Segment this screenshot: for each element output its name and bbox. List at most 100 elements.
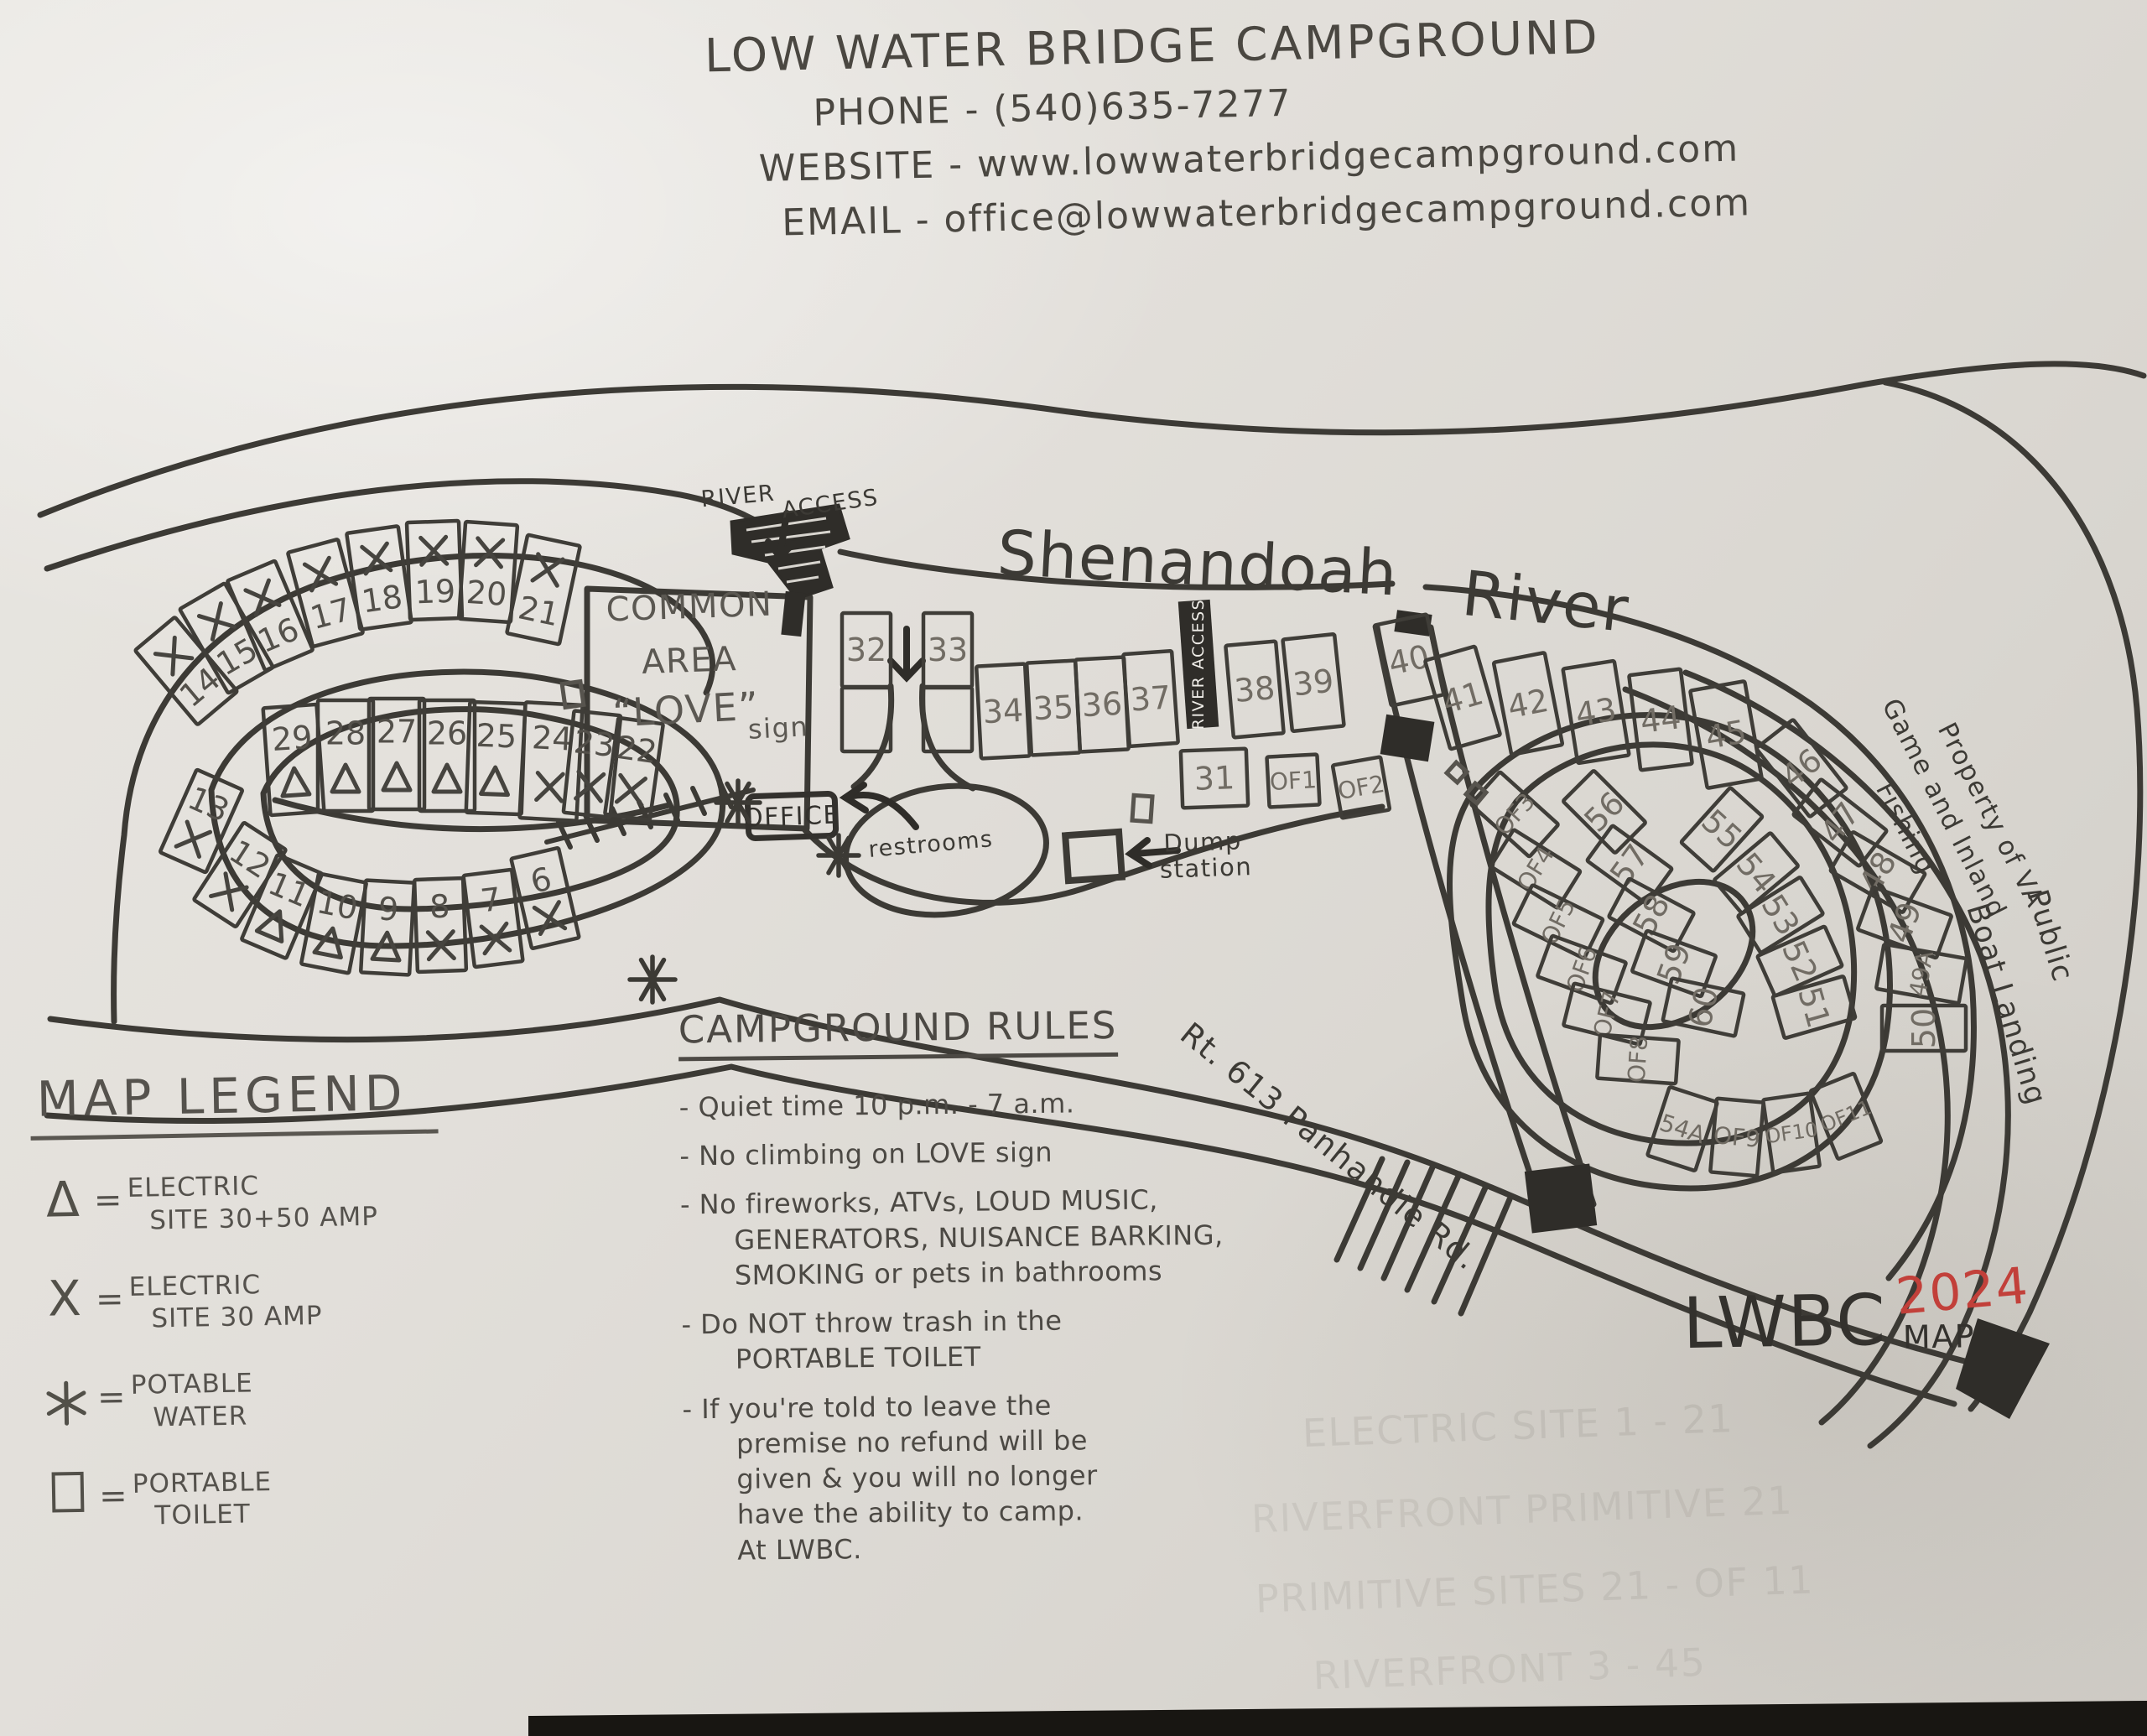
site-number: 16 (252, 611, 304, 660)
water-crossing-hatches (1333, 1156, 1513, 1317)
site-number: 31 (1193, 759, 1235, 798)
left-loop-outer (208, 668, 726, 949)
site-number: 37 (1129, 678, 1172, 718)
electric-30amp-x-icon (302, 555, 339, 593)
electric-30amp-x-icon (209, 871, 249, 912)
rule-line: At LWBC. (737, 1532, 862, 1567)
site-number: 32 (846, 632, 886, 668)
site-cell-19: 19 (404, 518, 465, 622)
site-cell-8: 8 (412, 876, 469, 975)
rule-line: - If you're told to leave the (682, 1389, 1052, 1425)
office-arrow (839, 782, 919, 830)
river-access-word-1: RIVER (700, 481, 777, 513)
site-number: 25 (476, 717, 517, 756)
right-loop-outer (1447, 712, 1893, 1192)
triangle-symbol-icon: Δ (45, 1170, 81, 1229)
site-cell-empty (921, 685, 975, 754)
site-cell-28: 28 (315, 698, 376, 813)
electric-30amp-x-icon (532, 900, 568, 937)
arrows (765, 510, 1181, 869)
bleed-line-2: RIVERFRONT PRIMITIVE 21 (1250, 1478, 1794, 1542)
electric-3050amp-triangle-icon (431, 762, 463, 794)
bleed-line-1: ELECTRIC SITE 1 - 21 (1302, 1396, 1734, 1456)
site-number: 9 (377, 890, 399, 928)
site-cell-32: 32 (840, 611, 893, 689)
rule-line: premise no refund will be (736, 1424, 1089, 1460)
site-cell-33: 33 (921, 611, 975, 689)
site-cell-17: 17 (286, 538, 365, 648)
rule-line: - Do NOT throw trash in the (681, 1304, 1063, 1341)
right-loop-courtyard (1592, 878, 1756, 1031)
dump-station-square (1061, 828, 1126, 885)
site-cell-26: 26 (417, 698, 477, 813)
common-area-1: COMMON (606, 585, 773, 630)
interior-road (802, 803, 1385, 906)
site-cell-37: 37 (1121, 648, 1180, 749)
site-cell-OF9: OF9 (1708, 1096, 1765, 1178)
river-far-bank (37, 361, 2147, 518)
portable-toilet-icon (559, 678, 586, 710)
common-area-3: “LOVE” (611, 683, 761, 735)
bleed-line-4: RIVERFRONT 3 - 45 (1313, 1640, 1708, 1698)
dump-station-1: Dump (1163, 826, 1243, 857)
potable-water-icon (627, 954, 678, 1005)
potable-water-icon (714, 778, 762, 827)
river-near-bank-right (1422, 584, 1977, 1281)
site-number: 33 (928, 632, 968, 668)
office-label: OFFICE (742, 800, 840, 833)
site-cell-OF8: OF8 (1595, 1032, 1681, 1086)
rt613-bottom-edge (44, 1063, 1957, 1407)
sites-32-33-arrow (887, 626, 926, 683)
rule-line: - No fireworks, ATVs, LOUD MUSIC, (679, 1183, 1159, 1221)
equals-sign: = (96, 1377, 126, 1417)
electric-30amp-x-icon (574, 769, 606, 803)
rule-line: - No climbing on LOVE sign (679, 1136, 1053, 1172)
rule-item: - No fireworks, ATVs, LOUD MUSIC,GENERAT… (679, 1182, 1224, 1293)
site-number: 17 (307, 590, 356, 637)
site-cell-OF10: OF10 (1761, 1091, 1822, 1175)
site-number: 21 (515, 589, 562, 633)
portable-toilet-icon (1130, 793, 1155, 824)
site-cell-9: 9 (359, 878, 416, 977)
legend-title: MAP LEGEND (29, 1063, 439, 1141)
site-cell-7: 7 (461, 867, 525, 969)
lwbc-mark: LWBC (1682, 1279, 1888, 1364)
right-loop-inner (1485, 741, 1858, 1146)
site-number: 43 (1573, 690, 1619, 733)
site-number: 24 (531, 719, 574, 757)
electric-30amp-x-icon (530, 552, 565, 588)
rule-line: - Quiet time 10 p.m. - 7 a.m. (678, 1087, 1075, 1124)
dump-station-arrow (1125, 837, 1181, 869)
river-access-arrow (765, 510, 797, 563)
river-access-bar (1177, 599, 1219, 730)
x-symbol-icon: X (47, 1269, 82, 1328)
river-near-bank-middle (837, 548, 1396, 590)
road-hook-32 (850, 683, 895, 790)
site-cell-20: 20 (456, 519, 520, 625)
equals-sign: = (95, 1279, 124, 1319)
site-number: 50 (1905, 1008, 1942, 1048)
site-cell-38: 38 (1224, 639, 1286, 740)
site-cell-54A: 54A (1645, 1085, 1719, 1172)
site-cell-24: 24 (517, 700, 585, 823)
site-number: 56 (1577, 784, 1631, 839)
header-block: LOW WATER BRIDGE CAMPGROUND PHONE - (540… (704, 2, 2016, 247)
site-number: 27 (377, 714, 417, 751)
site-number: 19 (414, 573, 456, 611)
site-cell-10: 10 (299, 871, 368, 975)
site-cell-40: 40 (1372, 612, 1446, 708)
dump-station-2: station (1159, 852, 1252, 884)
rule-line: have the ability to camp. (736, 1494, 1084, 1531)
rules-title: CAMPGROUND RULES (678, 1002, 1118, 1062)
site-number: OF9 (1713, 1121, 1762, 1153)
